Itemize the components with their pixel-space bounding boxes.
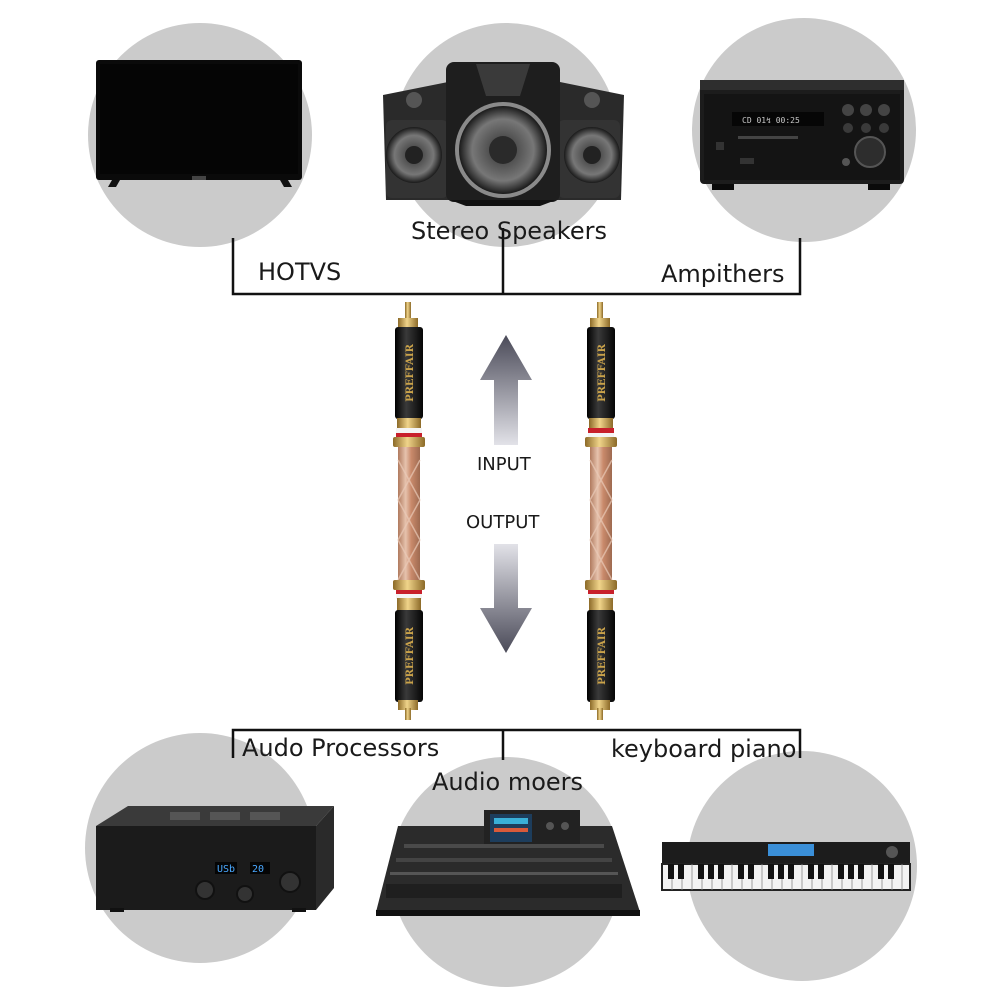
left-rca-cable-icon: PREFFAIR PREFFAIR [393, 302, 425, 720]
audio-processor-icon: USb 20 [96, 806, 334, 912]
amplifier-icon: CD 01↯ 00:25 [700, 80, 904, 190]
right-rca-cable-icon: PREFFAIR PREFFAIR [585, 302, 617, 720]
mixer-label: Audio moers [432, 768, 584, 796]
top-bracket-line [231, 238, 802, 296]
left-cable-top-brand: PREFFAIR [405, 343, 416, 402]
right-cable-bottom-brand: PREFFAIR [597, 626, 608, 685]
amplifier-label: Ampithers [661, 260, 785, 288]
speakers-icon [383, 62, 624, 206]
bottom-bracket-line [231, 728, 802, 758]
output-arrow-icon [480, 544, 532, 653]
mixing-console-icon [376, 810, 640, 916]
tv-label: HOTVS [258, 258, 342, 286]
input-label: INPUT [477, 454, 531, 475]
processor-display-right: 20 [252, 864, 264, 875]
output-label: OUTPUT [466, 512, 540, 533]
amp-display-text: CD 01↯ 00:25 [742, 116, 800, 125]
piano-label: keyboard piano [611, 735, 797, 763]
connection-lines [231, 228, 802, 760]
right-cable-top-brand: PREFFAIR [597, 343, 608, 402]
left-cable-bottom-brand: PREFFAIR [405, 626, 416, 685]
processor-label: Audo Processors [242, 734, 440, 762]
speakers-label: Stereo Speakers [411, 217, 607, 245]
input-arrow-icon [480, 335, 532, 445]
processor-display-left: USb [217, 864, 235, 875]
keyboard-piano-icon [661, 842, 911, 891]
tv-icon [96, 60, 302, 187]
